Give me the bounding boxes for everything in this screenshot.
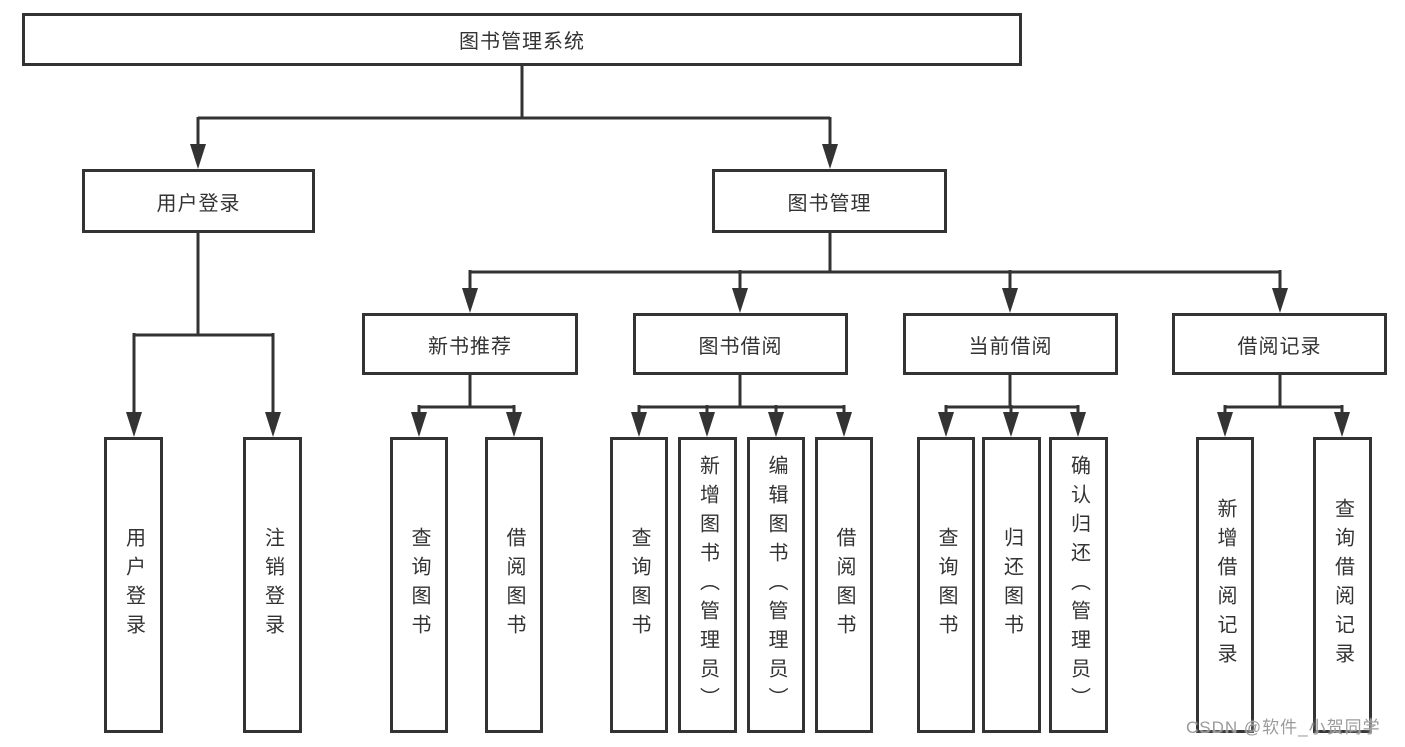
node-label: 查询图书: [935, 527, 957, 643]
leaf-edit-books-admin: 编辑图书（管理员）: [747, 437, 805, 733]
node-label: 新书推荐: [428, 335, 512, 358]
connector-stems: [132, 66, 1344, 418]
node-label: 查询借阅记录: [1331, 498, 1354, 672]
node-label: 查询图书: [408, 527, 430, 643]
node-user-login: 用户登录: [82, 169, 315, 233]
node-label: 新增图书（管理员）: [696, 454, 719, 716]
leaf-add-books-admin: 新增图书（管理员）: [678, 437, 737, 733]
node-label: 归还图书: [1000, 527, 1023, 643]
node-new-book-recommend: 新书推荐: [362, 313, 578, 375]
leaf-logout: 注销登录: [243, 437, 302, 733]
node-label: 用户登录: [156, 192, 241, 215]
node-label: 确认归还（管理员）: [1067, 454, 1090, 716]
leaf-query-books: 查询图书: [610, 437, 668, 733]
node-label: 借阅记录: [1237, 335, 1322, 358]
leaf-query-books-current: 查询图书: [917, 437, 975, 733]
leaf-confirm-return-admin: 确认归还（管理员）: [1049, 437, 1108, 733]
node-label: 图书管理: [787, 192, 872, 215]
node-label: 注销登录: [261, 527, 284, 643]
leaf-query-borrow-record: 查询借阅记录: [1313, 437, 1372, 733]
arrowheads: [126, 144, 1350, 437]
leaf-borrow-books: 借阅图书: [815, 437, 873, 733]
leaf-borrow-books-recommend: 借阅图书: [485, 437, 543, 733]
node-label: 编辑图书（管理员）: [765, 454, 787, 716]
node-label: 图书借阅: [698, 335, 783, 358]
node-label: 新增借阅记录: [1214, 498, 1236, 672]
csdn-watermark: CSDN @软件_小贺同学: [1186, 718, 1381, 737]
node-label: 借阅图书: [503, 527, 525, 643]
node-library-system: 图书管理系统: [22, 13, 1022, 66]
node-label: 当前借阅: [968, 335, 1053, 358]
node-label: 借阅图书: [833, 527, 855, 643]
node-label: 用户登录: [122, 527, 145, 643]
node-current-borrow: 当前借阅: [903, 313, 1118, 375]
leaf-add-borrow-record: 新增借阅记录: [1196, 437, 1254, 733]
node-book-borrow: 图书借阅: [633, 313, 848, 375]
leaf-query-books-recommend: 查询图书: [390, 437, 448, 733]
node-label: 图书管理系统: [459, 31, 585, 53]
leaf-return-books: 归还图书: [982, 437, 1041, 733]
node-book-management: 图书管理: [712, 169, 947, 233]
leaf-user-login: 用户登录: [104, 437, 163, 733]
node-borrow-records: 借阅记录: [1172, 313, 1387, 375]
node-label: 查询图书: [628, 527, 650, 643]
